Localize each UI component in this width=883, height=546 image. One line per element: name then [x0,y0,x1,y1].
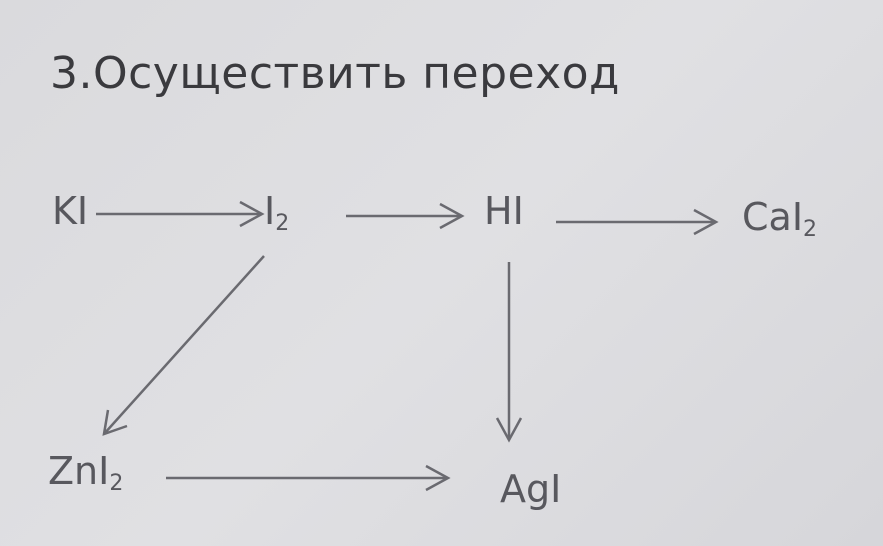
node-zni2-subscript: 2 [109,471,124,496]
node-i2-subscript: 2 [275,211,290,236]
node-hi-label: HI [484,189,524,233]
node-cai2: CaI2 [742,198,817,241]
node-hi: HI [484,192,524,235]
task-title: 3.Осуществить переход [50,48,620,99]
arrow-i2-to-zni2 [102,255,265,436]
arrow-zni2-to-agi [166,464,451,492]
node-i2-label: I [264,189,276,233]
node-cai2-subscript: 2 [803,217,818,242]
node-agi: AgI [500,470,561,513]
arrow-hi-to-cai2 [556,208,719,236]
node-zni2: ZnI2 [48,452,123,495]
node-ki-label: KI [52,189,89,233]
arrow-hi-to-agi [495,262,523,443]
node-ki: KI [52,192,88,235]
arrow-ki-to-i2 [96,200,265,228]
node-cai2-label: CaI [742,195,804,239]
node-agi-label: AgI [500,467,562,511]
node-i2: I2 [264,192,289,235]
arrow-i2-to-hi [346,202,465,230]
node-zni2-label: ZnI [48,449,110,493]
